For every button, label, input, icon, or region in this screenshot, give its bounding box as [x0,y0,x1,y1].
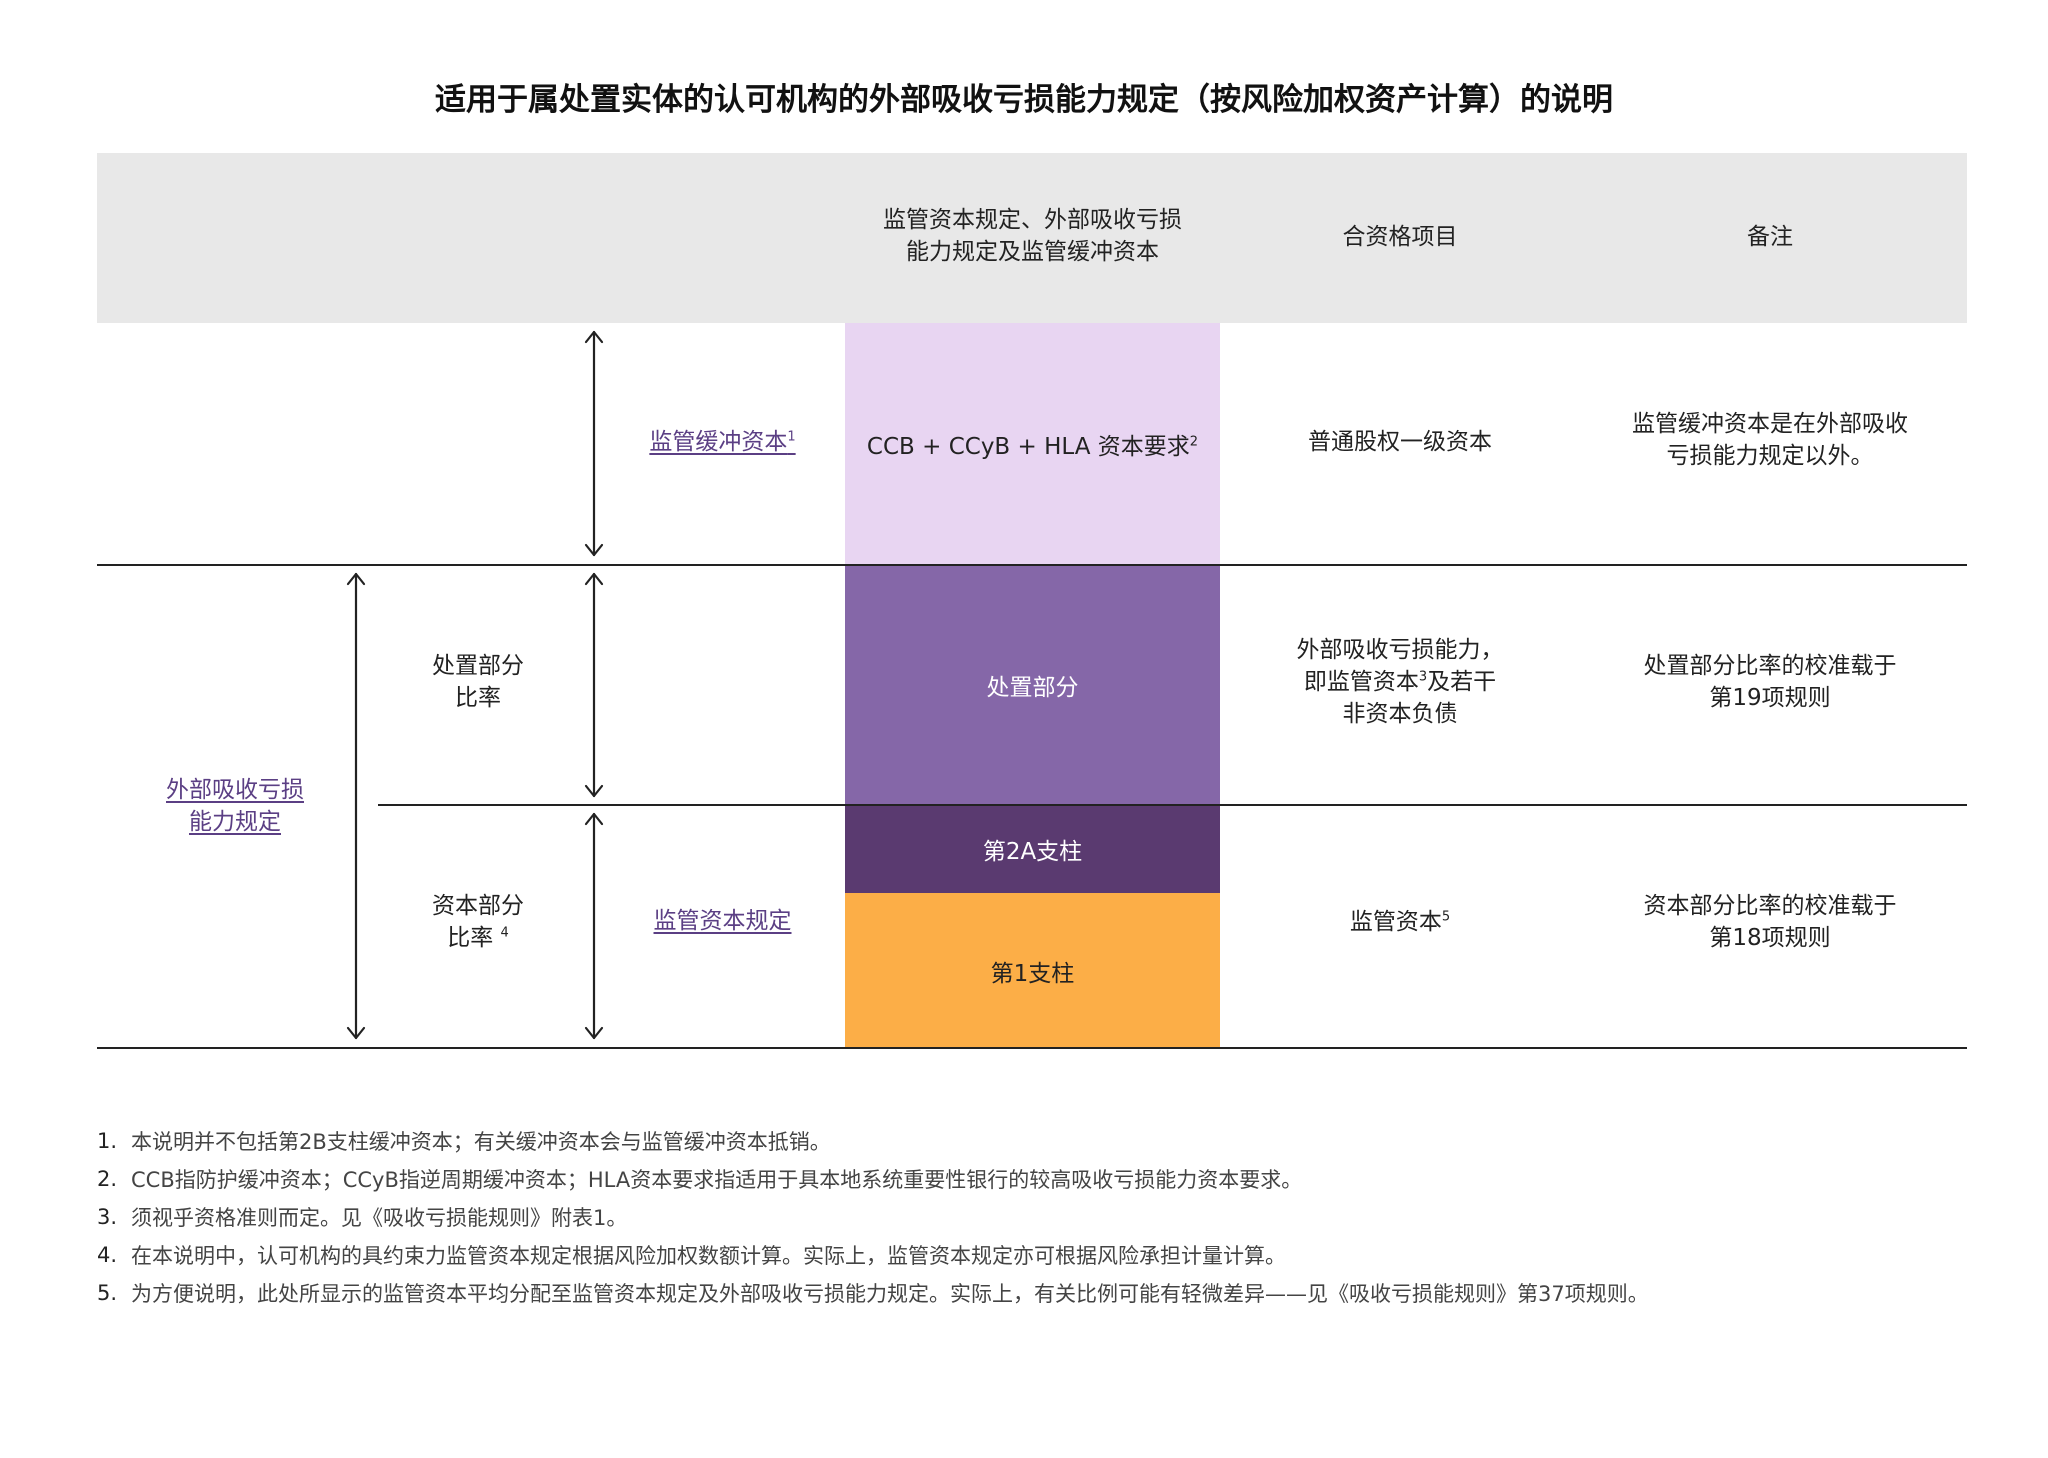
arrow-resolution-icon [584,572,604,798]
pillar2a-block-text: 第2A支柱 [982,839,1083,865]
header-requirements: 监管资本规定、外部吸收亏损 能力规定及监管缓冲资本 [845,204,1220,268]
capital-ratio-label-line2: 比率 4 [447,925,509,951]
resolution-eligible-line3: 非资本负债 [1342,701,1458,727]
footnote-1: 1.本说明并不包括第2B支柱缓冲资本；有关缓冲资本会与监管缓冲资本抵销。 [97,1129,831,1154]
page-title: 适用于属处置实体的认可机构的外部吸收亏损能力规定（按风险加权资产计算）的说明 [435,82,1613,118]
resolution-notes-line2: 第19项规则 [1709,685,1831,711]
header-eligible: 合资格项目 [1342,224,1458,250]
row-divider-buffer [97,564,1967,566]
header-notes: 备注 [1747,224,1793,250]
header-requirements-line2: 能力规定及监管缓冲资本 [906,239,1159,265]
pillar1-block-text: 第1支柱 [990,960,1075,987]
resolution-ratio-label: 处置部分 比率 [378,650,578,714]
link-regulatory-buffer[interactable]: 监管缓冲资本1 [649,429,796,455]
capital-ratio-label: 资本部分 比率 4 [378,890,578,954]
table-bottom-rule [97,1047,1967,1049]
resolution-notes: 处置部分比率的校准载于 第19项规则 [1600,650,1940,714]
buffer-notes-line2: 亏损能力规定以外。 [1666,443,1874,469]
footnote-4: 4.在本说明中，认可机构的具约束力监管资本规定根据风险加权数额计算。实际上，监管… [97,1243,1286,1268]
link-external-lac-requirement[interactable]: 外部吸收亏损 能力规定 [166,777,304,835]
footnote-3: 3.须视乎资格准则而定。见《吸收亏损能规则》附表1。 [97,1205,628,1230]
pillar2a-block: 第2A支柱 [845,805,1220,893]
arrow-tlac-icon [346,572,366,1040]
buffer-block-text: CCB + CCyB + HLA 资本要求2 [866,434,1199,460]
buffer-eligible: 普通股权一级资本 [1308,429,1492,455]
link-regulatory-capital-requirement[interactable]: 监管资本规定 [653,908,792,934]
buffer-block: CCB + CCyB + HLA 资本要求2 [845,323,1220,565]
arrow-capital-icon [584,812,604,1040]
capital-notes-line1: 资本部分比率的校准载于 [1643,893,1897,919]
capital-notes-line2: 第18项规则 [1709,925,1831,951]
resolution-eligible-line2: 即监管资本3及若干 [1303,669,1497,695]
resolution-block: 处置部分 [845,565,1220,805]
resolution-eligible-line1: 外部吸收亏损能力， [1296,637,1504,663]
resolution-notes-line1: 处置部分比率的校准载于 [1643,653,1897,679]
buffer-notes: 监管缓冲资本是在外部吸收 亏损能力规定以外。 [1600,408,1940,472]
capital-eligible: 监管资本5 [1349,909,1451,935]
resolution-ratio-label-line2: 比率 [455,685,501,711]
arrow-buffer-icon [584,330,604,557]
buffer-notes-line1: 监管缓冲资本是在外部吸收 [1632,411,1908,437]
capital-notes: 资本部分比率的校准载于 第18项规则 [1600,890,1940,954]
footnotes: 1.本说明并不包括第2B支柱缓冲资本；有关缓冲资本会与监管缓冲资本抵销。 2.C… [97,1122,1967,1312]
header-requirements-line1: 监管资本规定、外部吸收亏损 [883,207,1182,233]
footnote-5: 5.为方便说明，此处所显示的监管资本平均分配至监管资本规定及外部吸收亏损能力规定… [97,1281,1649,1306]
row-divider-resolution [378,804,1967,806]
resolution-block-text: 处置部分 [986,675,1079,701]
footnote-2: 2.CCB指防护缓冲资本；CCyB指逆周期缓冲资本；HLA资本要求指适用于具本地… [97,1167,1303,1192]
resolution-ratio-label-line1: 处置部分 [432,653,524,679]
capital-ratio-label-line1: 资本部分 [432,893,524,919]
pillar1-block: 第1支柱 [845,893,1220,1048]
resolution-eligible: 外部吸收亏损能力， 即监管资本3及若干 非资本负债 [1230,634,1570,730]
table-header [97,153,1967,323]
